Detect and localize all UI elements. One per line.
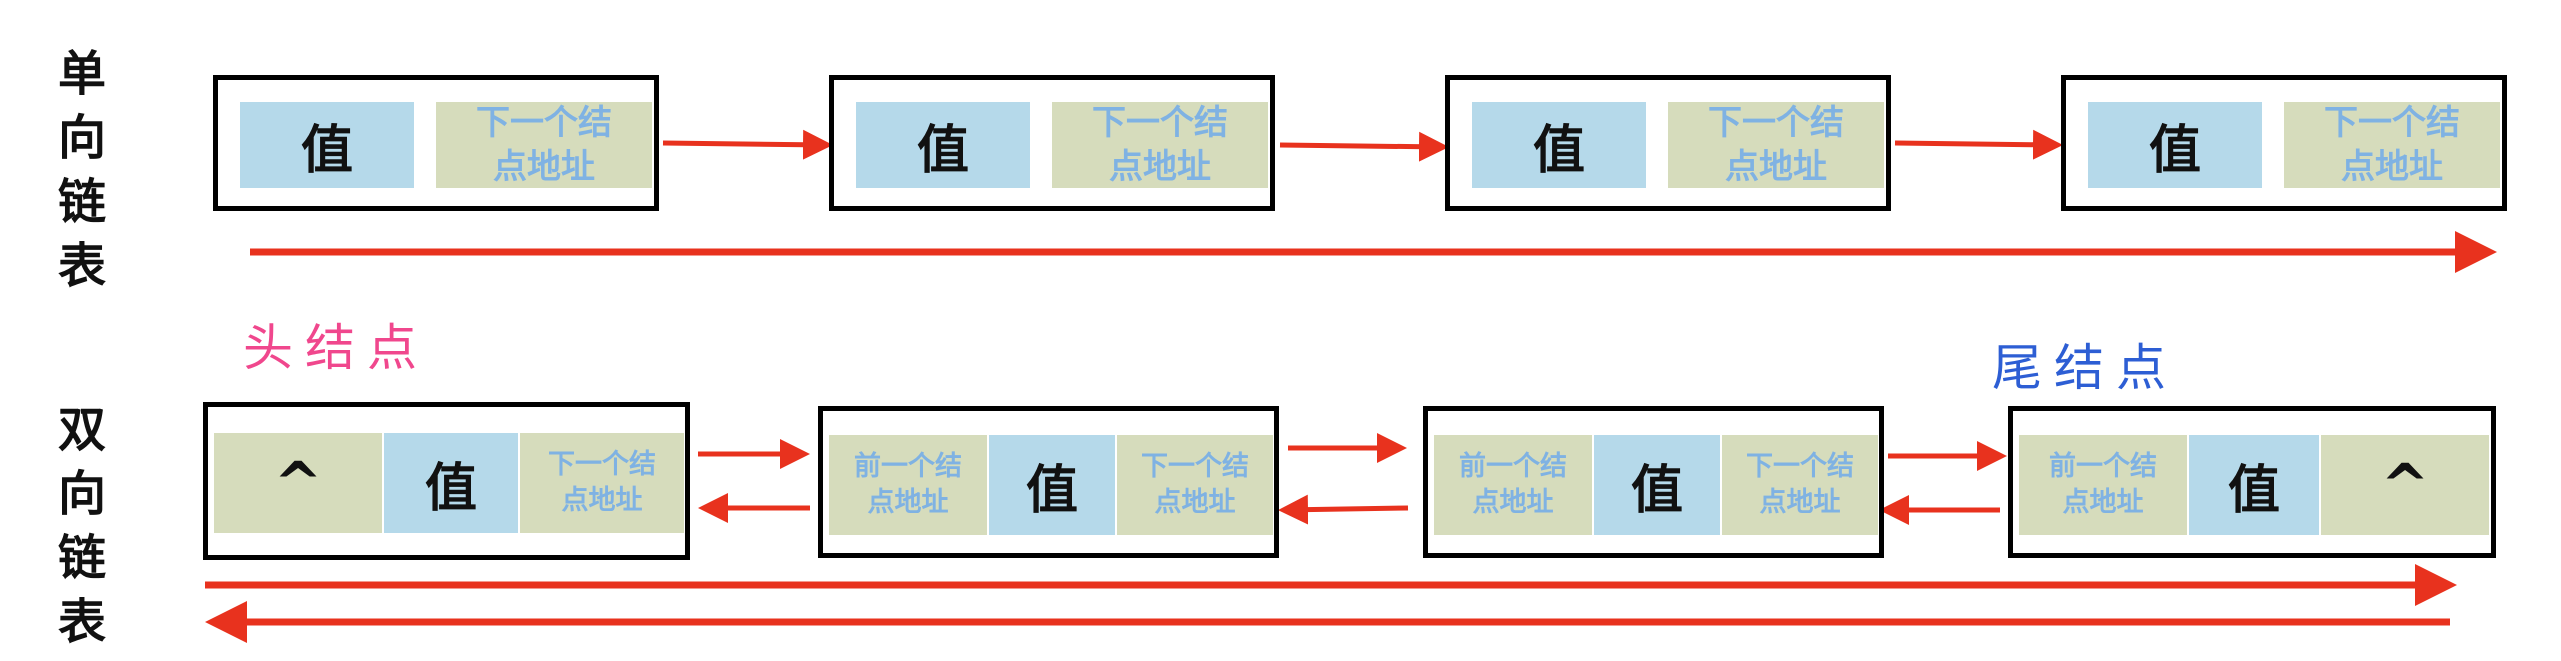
- node-value-cell: 值: [1594, 435, 1720, 535]
- doubly-node-4: 前一个结 点地址 值 ^: [2008, 406, 2496, 558]
- next-address-cell: 下一个结 点地址: [520, 433, 684, 533]
- doubly-node-1: ^ 值 下一个结 点地址: [203, 402, 690, 560]
- node-value-cell: 值: [2189, 435, 2319, 535]
- next-address-cell: 下一个结 点地址: [1722, 435, 1878, 535]
- node-value-cell: 值: [856, 102, 1030, 188]
- node-value-cell: 值: [1472, 102, 1646, 188]
- node-value-cell: 值: [2088, 102, 2262, 188]
- next-address-cell: 下一个结 点地址: [2284, 102, 2500, 188]
- singly-node-1: 值 下一个结 点地址: [213, 75, 659, 211]
- node-value-cell: 值: [240, 102, 414, 188]
- prev-address-cell: 前一个结 点地址: [829, 435, 987, 535]
- node-value-cell: 值: [989, 435, 1115, 535]
- singly-link-arrow-2: [1279, 131, 1449, 162]
- next-null-cell: ^: [2321, 435, 2489, 535]
- tail-node-label: 尾结点: [1992, 339, 2178, 397]
- singly-linked-list-title: 单 向 链 表: [57, 46, 106, 294]
- doubly-node-2: 前一个结 点地址 值 下一个结 点地址: [818, 406, 1279, 558]
- singly-link-arrow-1: [662, 129, 833, 160]
- doubly-linked-list-title: 双 向 链 表: [57, 402, 106, 650]
- next-address-cell: 下一个结 点地址: [1668, 102, 1884, 188]
- next-address-cell: 下一个结 点地址: [1052, 102, 1268, 188]
- prev-null-cell: ^: [214, 433, 382, 533]
- singly-node-3: 值 下一个结 点地址: [1445, 75, 1891, 211]
- prev-address-cell: 前一个结 点地址: [2019, 435, 2187, 535]
- singly-node-4: 值 下一个结 点地址: [2061, 75, 2507, 211]
- next-address-cell: 下一个结 点地址: [1117, 435, 1273, 535]
- doubly-prev-arrow-2: [1278, 494, 1409, 525]
- doubly-node-3: 前一个结 点地址 值 下一个结 点地址: [1423, 406, 1884, 558]
- prev-address-cell: 前一个结 点地址: [1434, 435, 1592, 535]
- next-address-cell: 下一个结 点地址: [436, 102, 652, 188]
- head-node-label: 头结点: [243, 319, 429, 377]
- singly-node-2: 值 下一个结 点地址: [829, 75, 1275, 211]
- singly-link-arrow-3: [1894, 129, 2063, 160]
- node-value-cell: 值: [384, 433, 518, 533]
